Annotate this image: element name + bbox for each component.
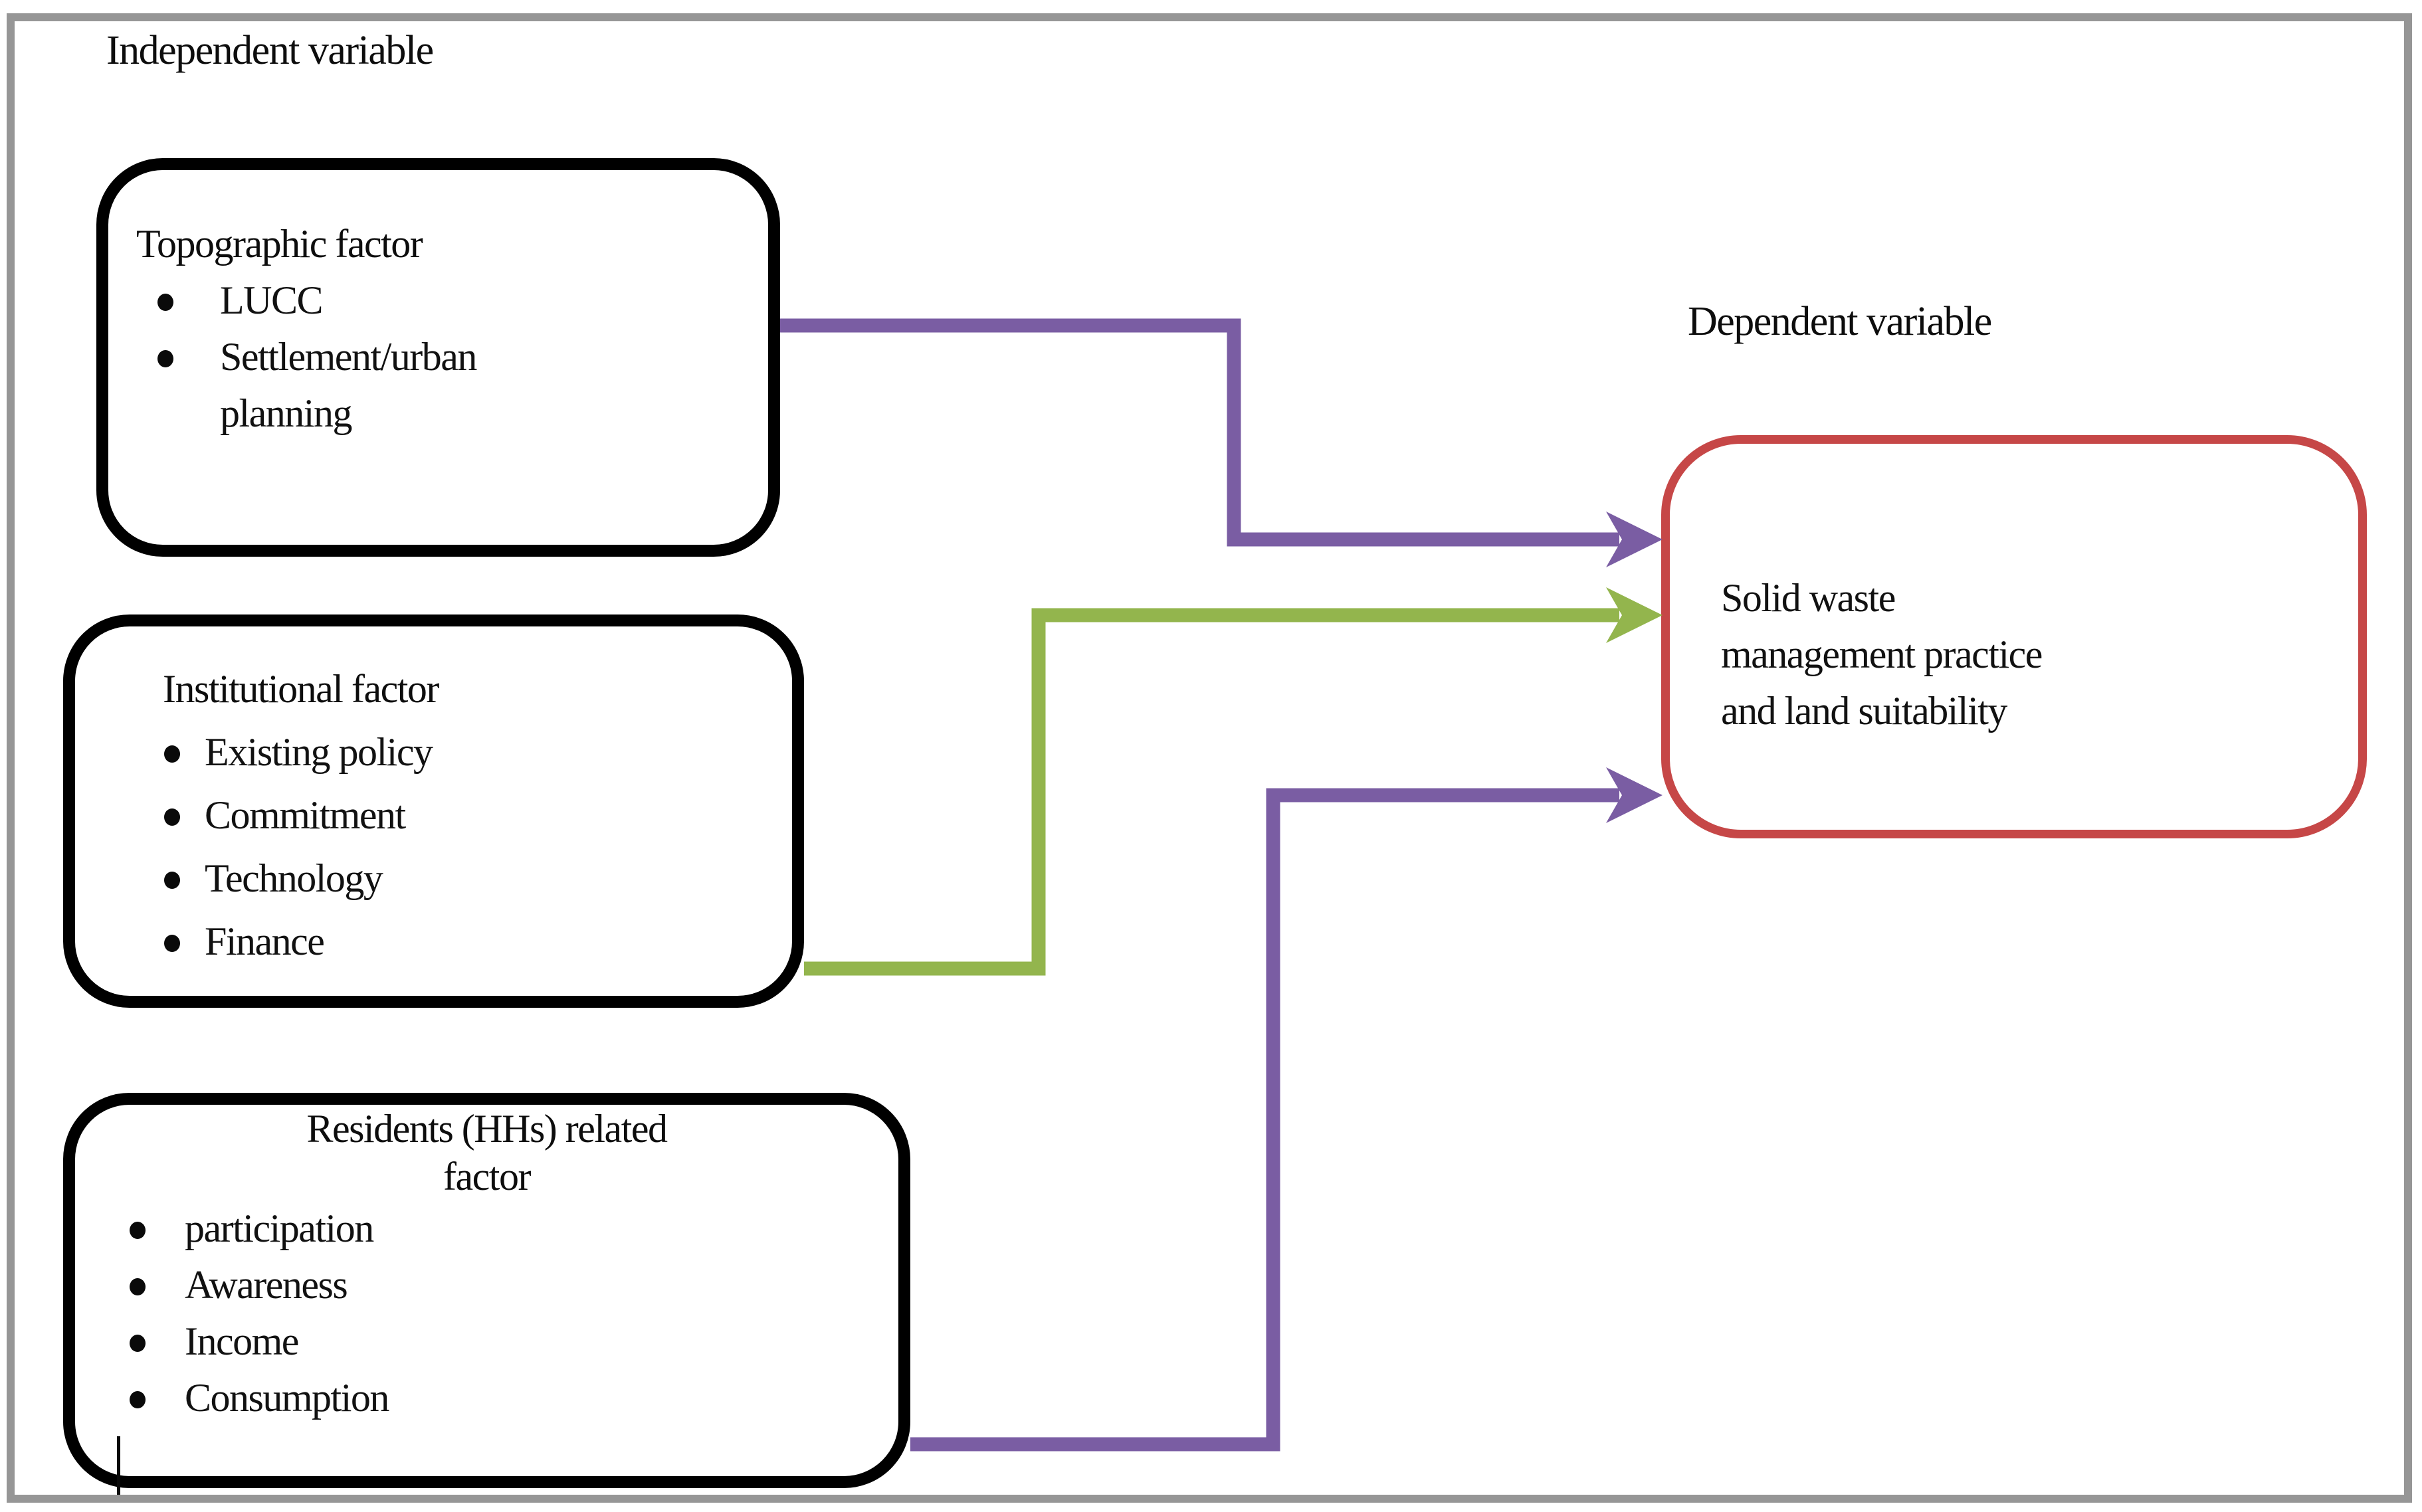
list-item: Income xyxy=(130,1313,898,1370)
bullet-icon xyxy=(164,872,180,889)
list-item: Awareness xyxy=(130,1257,898,1313)
bullet-label: Existing policy xyxy=(205,730,433,774)
dependent-variable-box: Solid waste management practice and land… xyxy=(1661,435,2367,838)
list-item: Finance xyxy=(164,913,792,970)
list-item: Settlement/urban planning xyxy=(157,329,768,442)
bullet-label: Settlement/urban planning xyxy=(220,335,477,435)
institutional-factor-title: Institutional factor xyxy=(163,667,439,711)
institutional-bullet-list: Existing policy Commitment Technology Fi… xyxy=(75,724,792,970)
bullet-icon xyxy=(130,1278,146,1295)
bullet-icon xyxy=(157,350,173,367)
topographic-factor-title: Topographic factor xyxy=(136,222,423,266)
dependent-variable-label: Dependent variable xyxy=(1688,299,1992,344)
list-item: Technology xyxy=(164,850,792,907)
bullet-icon xyxy=(164,935,180,952)
list-item: participation xyxy=(130,1200,898,1257)
dependent-box-text: Solid waste management practice and land… xyxy=(1721,576,2043,733)
residents-factor-title: Residents (HHs) related factor xyxy=(306,1107,668,1198)
bullet-icon xyxy=(157,294,173,311)
list-item: LUCC xyxy=(157,272,768,329)
institutional-factor-box: Institutional factor Existing policy Com… xyxy=(63,614,804,1008)
bullet-label: participation xyxy=(185,1206,374,1250)
bullet-label: Commitment xyxy=(205,793,406,837)
bullet-label: Awareness xyxy=(185,1263,348,1307)
list-item: Existing policy xyxy=(164,724,792,781)
topographic-factor-box: Topographic factor LUCC Settlement/urban… xyxy=(96,158,780,557)
residents-bullet-list: participation Awareness Income Consumpti… xyxy=(75,1200,898,1426)
bullet-icon xyxy=(164,808,180,826)
residents-factor-box: Residents (HHs) related factor participa… xyxy=(63,1093,910,1488)
list-item: Consumption xyxy=(130,1370,898,1426)
bullet-label: Technology xyxy=(205,856,383,900)
topographic-bullet-list: LUCC Settlement/urban planning xyxy=(108,272,768,442)
independent-variable-label: Independent variable xyxy=(106,28,434,73)
list-item: Commitment xyxy=(164,787,792,844)
bullet-icon xyxy=(130,1391,146,1408)
page-border xyxy=(7,13,2412,1503)
bullet-icon xyxy=(164,745,180,763)
bullet-icon xyxy=(130,1222,146,1239)
bullet-label: Consumption xyxy=(185,1376,389,1420)
text-cursor-artifact xyxy=(117,1436,120,1495)
bullet-label: Finance xyxy=(205,919,325,963)
bullet-label: Income xyxy=(185,1319,299,1363)
bullet-label: LUCC xyxy=(220,278,324,322)
bullet-icon xyxy=(130,1335,146,1352)
